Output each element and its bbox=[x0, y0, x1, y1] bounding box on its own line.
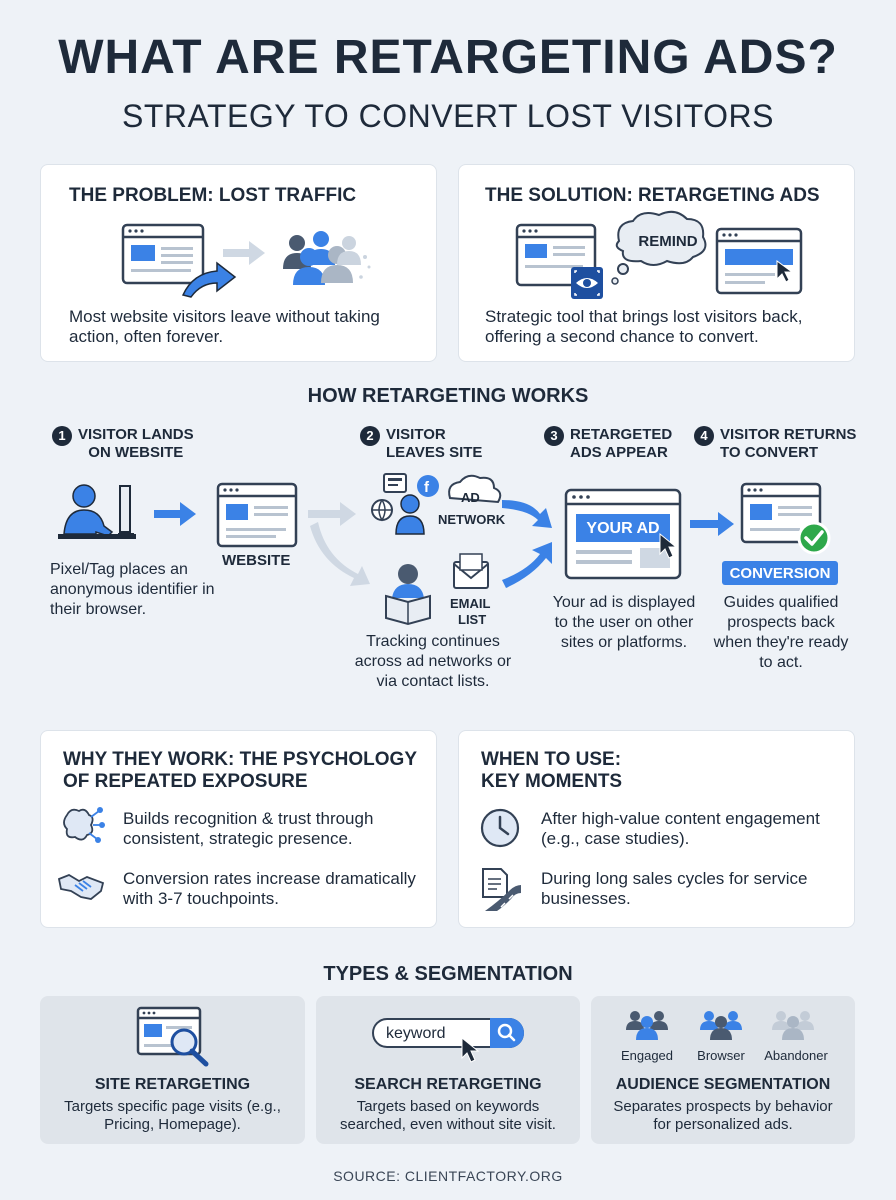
browser-magnifier-icon bbox=[136, 1006, 209, 1067]
step-4-text: Guides qualified prospects back when the… bbox=[713, 594, 849, 671]
problem-text: Most website visitors leave without taki… bbox=[69, 307, 380, 346]
search-retargeting-title: SEARCH RETARGETING bbox=[354, 1076, 542, 1093]
social-icons-group: f bbox=[371, 473, 439, 535]
blue-arrow-icon bbox=[502, 500, 552, 528]
step-3-number: 3 bbox=[544, 426, 564, 446]
browser-window-icon bbox=[121, 223, 205, 285]
site-retargeting-title: SITE RETARGETING bbox=[94, 1076, 251, 1093]
step-2-head: 2 VISITOR LEAVES SITE bbox=[360, 426, 500, 462]
when-item-1-text: After high-value content engagement (e.g… bbox=[541, 809, 820, 848]
clock-icon bbox=[480, 808, 520, 848]
step-1-title: VISITOR LANDS ON WEBSITE bbox=[78, 426, 194, 461]
browser-group-icon bbox=[700, 1011, 742, 1040]
engaged-group-icon bbox=[626, 1011, 668, 1040]
conversion-badge-bg bbox=[722, 561, 838, 585]
why-card: WHY THEY WORK: THE PSYCHOLOGY OF REPEATE… bbox=[40, 730, 437, 928]
remind-illustration bbox=[515, 210, 803, 299]
arrow-icon bbox=[154, 502, 196, 526]
exit-arrow-icon bbox=[181, 261, 237, 298]
why-title: WHY THEY WORK: THE PSYCHOLOGY OF REPEATE… bbox=[63, 749, 417, 792]
step-2-title: VISITOR LEAVES SITE bbox=[386, 426, 483, 461]
cursor-icon bbox=[461, 1036, 480, 1063]
step-4-title: VISITOR RETURNS TO CONVERT bbox=[720, 426, 857, 461]
email-label: EMAIL bbox=[450, 596, 491, 611]
segment-abandoner-label: Abandoner bbox=[764, 1048, 828, 1063]
step-3-text: Your ad is displayed to the user on othe… bbox=[552, 594, 696, 651]
step-1-number: 1 bbox=[52, 426, 72, 446]
email-envelope-icon bbox=[453, 553, 489, 589]
ad-browser-icon bbox=[564, 488, 682, 580]
solution-text: Strategic tool that brings lost visitors… bbox=[485, 307, 803, 346]
why-item-2-text: Conversion rates increase dramatically w… bbox=[123, 869, 416, 908]
faded-arrow-icon bbox=[223, 241, 265, 265]
svg-text:f: f bbox=[424, 479, 430, 496]
segment-browser-label: Browser bbox=[697, 1048, 745, 1063]
search-keyword-value: keyword bbox=[386, 1025, 446, 1042]
when-item-2-text: During long sales cycles for service bus… bbox=[541, 869, 808, 908]
abandoner-group-icon bbox=[772, 1011, 814, 1040]
keyword-search-box[interactable]: keyword bbox=[372, 1018, 524, 1048]
lost-traffic-illustration bbox=[121, 223, 371, 298]
step-2-text: Tracking continues across ad networks or… bbox=[354, 633, 512, 690]
eye-tracking-icon bbox=[571, 267, 603, 299]
thought-bubble-icon bbox=[611, 210, 707, 285]
brain-network-icon bbox=[63, 807, 105, 843]
list-label: LIST bbox=[458, 612, 487, 627]
search-button[interactable] bbox=[490, 1018, 524, 1048]
blue-arrow-icon bbox=[502, 542, 552, 588]
how-section-title: HOW RETARGETING WORKS bbox=[307, 385, 589, 407]
page-subtitle: STRATEGY TO CONVERT LOST VISITORS bbox=[122, 98, 774, 134]
website-icon bbox=[216, 482, 298, 548]
remind-bubble-label: REMIND bbox=[638, 233, 698, 250]
person-reading-icon bbox=[385, 564, 431, 626]
problem-card: THE PROBLEM: LOST TRAFFIC Most website v… bbox=[40, 164, 437, 362]
solution-card: THE SOLUTION: RETARGETING ADS REM bbox=[458, 164, 855, 362]
checkmark-icon bbox=[797, 521, 831, 555]
step-4-number: 4 bbox=[694, 426, 714, 446]
network-label: NETWORK bbox=[438, 512, 506, 527]
cursor-icon bbox=[776, 260, 794, 283]
problem-title: THE PROBLEM: LOST TRAFFIC bbox=[69, 185, 357, 206]
cursor-icon bbox=[659, 532, 678, 559]
ad-network-cloud-icon bbox=[448, 474, 502, 504]
return-browser-icon bbox=[740, 482, 822, 544]
site-retargeting-card: SITE RETARGETING Targets specific page v… bbox=[40, 996, 305, 1144]
step-2-number: 2 bbox=[360, 426, 380, 446]
audience-segmentation-card: Engaged Browser Abandoner AUDIENCE SEGME… bbox=[591, 996, 855, 1144]
conversion-badge: CONVERSION bbox=[729, 565, 831, 582]
audience-segmentation-title: AUDIENCE SEGMENTATION bbox=[615, 1076, 831, 1093]
faded-arrow-icon bbox=[308, 502, 356, 526]
people-group-icon bbox=[283, 231, 371, 285]
page-title: WHAT ARE RETARGETING ADS? bbox=[58, 31, 838, 84]
browser-ad-icon bbox=[715, 227, 803, 295]
when-card: WHEN TO USE: KEY MOMENTS After high-valu… bbox=[458, 730, 855, 928]
search-retargeting-card: keyword SEARCH RETARGETING Targets based… bbox=[316, 996, 580, 1144]
site-retargeting-text: Targets specific page visits (e.g., Pric… bbox=[64, 1098, 281, 1133]
search-retargeting-text: Targets based on keywords searched, even… bbox=[340, 1098, 556, 1133]
search-icon bbox=[497, 1023, 516, 1042]
handshake-icon bbox=[57, 873, 105, 900]
solution-title: THE SOLUTION: RETARGETING ADS bbox=[485, 185, 820, 206]
types-section-title: TYPES & SEGMENTATION bbox=[323, 963, 573, 985]
document-road-icon bbox=[482, 868, 521, 911]
step-1-head: 1 VISITOR LANDS ON WEBSITE bbox=[52, 426, 232, 462]
ad-label: AD bbox=[461, 490, 480, 505]
why-item-1-text: Builds recognition & trust through consi… bbox=[123, 809, 374, 848]
your-ad-label: YOUR AD bbox=[586, 520, 660, 537]
source-credit: SOURCE: CLIENTFACTORY.ORG bbox=[333, 1168, 563, 1184]
step-3-head: 3 RETARGETED ADS APPEAR bbox=[544, 426, 684, 462]
curved-faded-arrow-icon bbox=[310, 522, 370, 586]
step-3-title: RETARGETED ADS APPEAR bbox=[570, 426, 673, 461]
process-illustration: f bbox=[58, 473, 838, 626]
when-title: WHEN TO USE: KEY MOMENTS bbox=[481, 749, 623, 792]
segment-engaged-label: Engaged bbox=[620, 1048, 674, 1063]
person-at-computer-icon bbox=[58, 484, 136, 539]
step-4-head: 4 VISITOR RETURNS TO CONVERT bbox=[694, 426, 874, 462]
audience-segmentation-text: Separates prospects by behavior for pers… bbox=[613, 1098, 833, 1133]
blue-arrow-icon bbox=[690, 512, 734, 536]
step-1-text: Pixel/Tag places an anonymous identifier… bbox=[50, 561, 215, 618]
website-label: WEBSITE bbox=[222, 552, 291, 569]
